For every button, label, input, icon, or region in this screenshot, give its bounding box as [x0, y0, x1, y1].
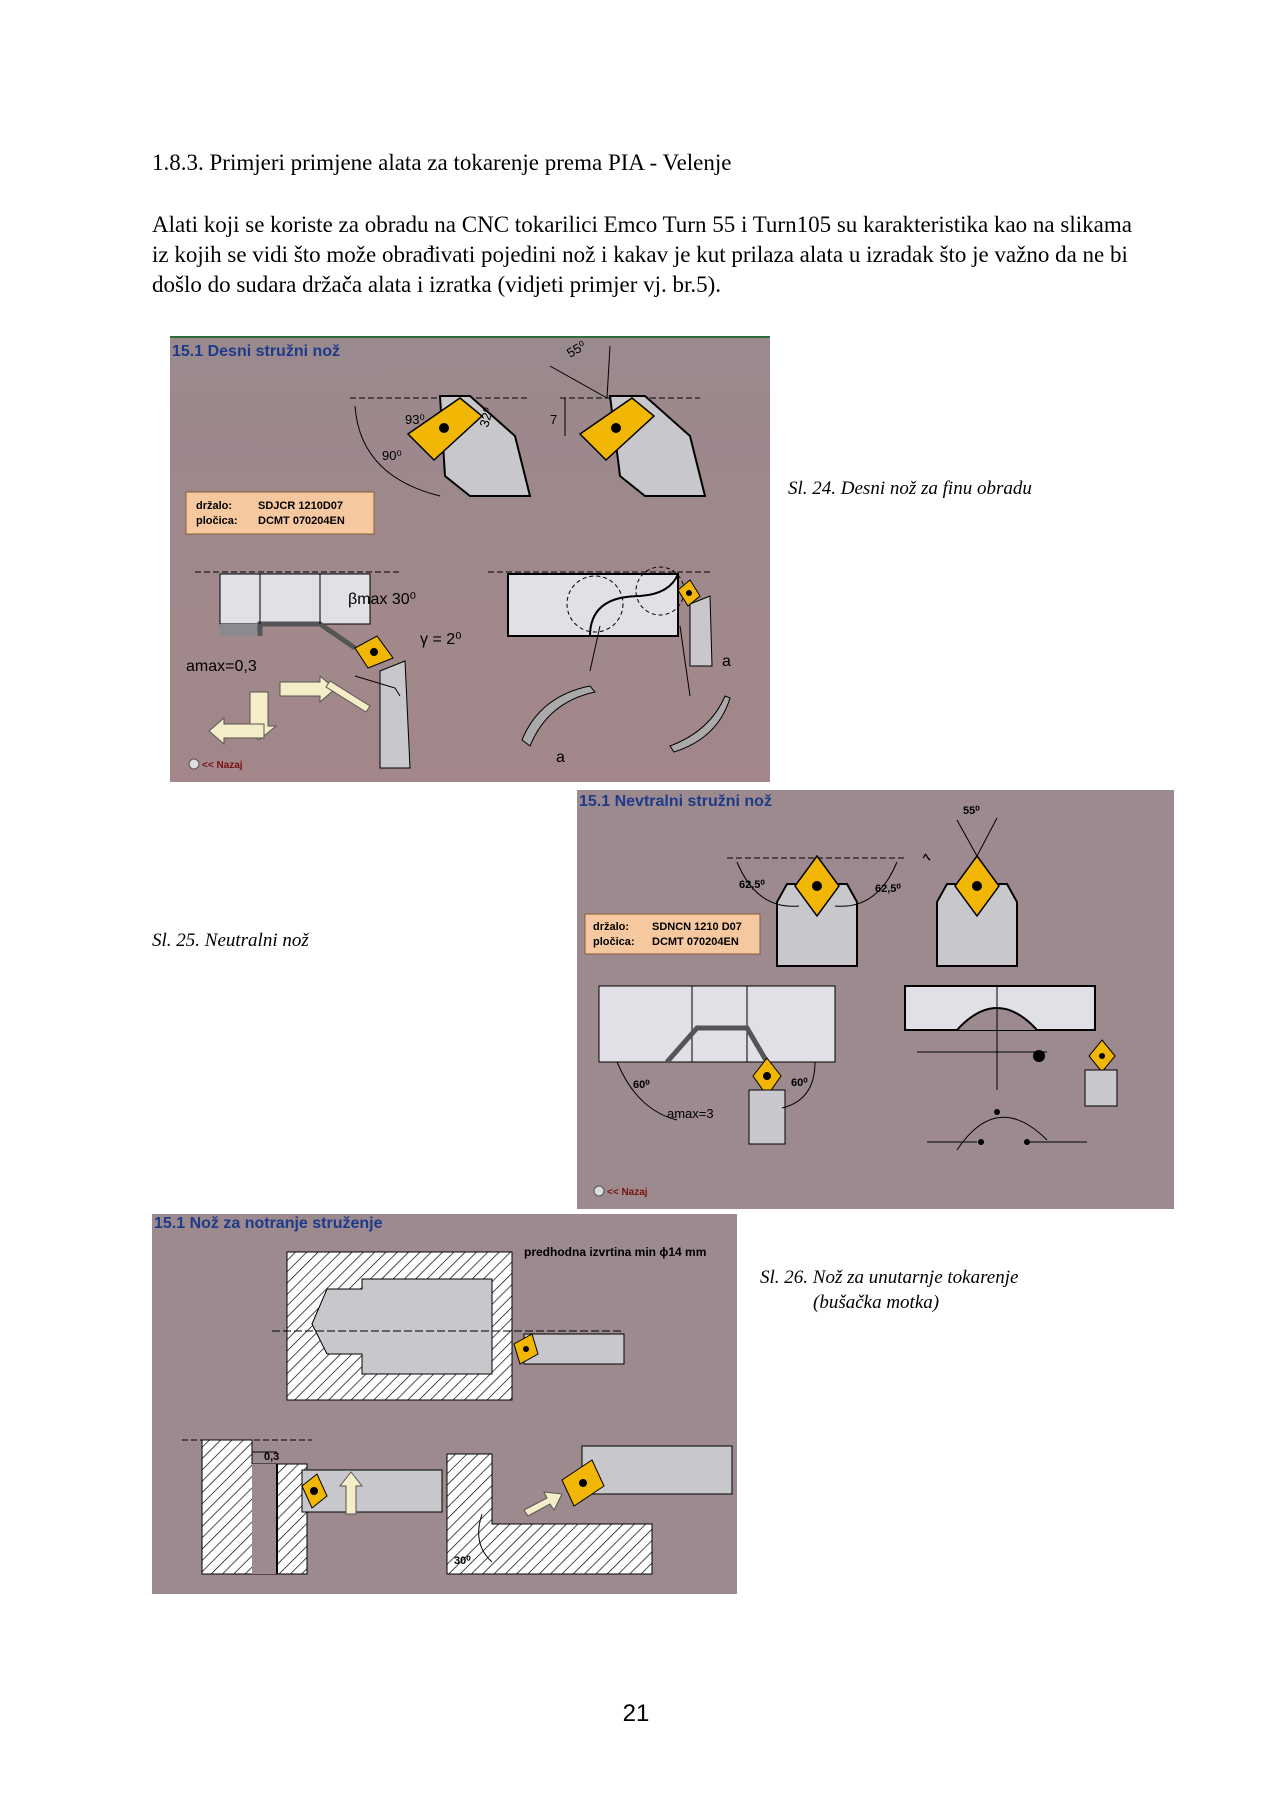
page-number: 21 [622, 1700, 650, 1727]
fig1-dim-7: 7 [550, 412, 557, 427]
intro-paragraph: Alati koji se koriste za obradu na CNC t… [152, 212, 1132, 297]
fig1-caption: Sl. 24. Desni nož za finu obradu [788, 478, 1032, 499]
fig1-workpiece-1 [219, 573, 371, 625]
figure-desni-noz: 15.1 Desni stružni nož 93⁰ 90⁰ 32⁰ 7 55⁰… [170, 336, 770, 782]
fig2-angle-55: 55⁰ [963, 805, 980, 817]
section-heading: 1.8.3. Primjeri primjene alata za tokare… [152, 150, 732, 175]
figure-nevtralni-noz: 15.1 Nevtralni stružni nož 62,5⁰ 62,5⁰ 5… [577, 790, 1174, 1209]
fig2-back-icon[interactable] [593, 1185, 605, 1197]
fig2-angle-60b: 60⁰ [791, 1077, 808, 1089]
fig1-back-icon[interactable] [188, 758, 200, 770]
fig2-workpiece-1 [598, 985, 836, 1063]
fig3-bore-note: predhodna izvrtina min ϕ14 mm [524, 1245, 706, 1259]
fig1-insert-value: DCMT 070204EN [258, 515, 345, 527]
fig1-a-label-2: a [556, 749, 565, 766]
fig1-back-link[interactable]: << Nazaj [202, 760, 243, 771]
fig1-title: 15.1 Desni stružni nož [172, 343, 340, 360]
fig2-angle-right: 62,5⁰ [875, 883, 901, 895]
fig3-caption-1: Sl. 26. Nož za unutarnje tokarenje [760, 1267, 1019, 1288]
fig2-title: 15.1 Nevtralni stružni nož [579, 793, 772, 810]
fig1-angle-90: 90⁰ [382, 448, 402, 463]
fig1-gamma: γ = 2⁰ [420, 631, 462, 648]
fig2-insert-label: pločica: [593, 936, 635, 948]
fig3-angle-30: 30⁰ [454, 1555, 471, 1567]
fig3-workpiece-br [446, 1453, 653, 1575]
fig2-angle-left: 62,5⁰ [739, 879, 765, 891]
fig1-holder-value: SDJCR 1210D07 [258, 500, 343, 512]
fig1-angle-93: 93⁰ [405, 412, 425, 427]
fig2-dim-7: 7 [921, 852, 934, 863]
figure-desni-noz-drawing: 15.1 Desni stružni nož 93⁰ 90⁰ 32⁰ 7 55⁰… [170, 336, 770, 782]
fig1-workpiece-2 [507, 573, 679, 637]
figure-notranje-struzenje-drawing: 15.1 Nož za notranje struženje predhodna… [152, 1214, 737, 1594]
fig1-angle-32: 32⁰ [476, 406, 496, 429]
fig2-caption: Sl. 25. Neutralni nož [152, 930, 309, 951]
fig1-holder-label: držalo: [196, 500, 232, 512]
fig2-insert-value: DCMT 070204EN [652, 936, 739, 948]
fig2-holder-label: držalo: [593, 921, 629, 933]
figure-notranje-struzenje: 15.1 Nož za notranje struženje predhodna… [152, 1214, 737, 1594]
fig1-insert-label: pločica: [196, 515, 238, 527]
fig2-label-box [584, 913, 761, 955]
fig3-title: 15.1 Nož za notranje struženje [154, 1215, 383, 1232]
fig2-holder-value: SDNCN 1210 D07 [652, 921, 742, 933]
fig3-caption-2: (bušačka motka) [813, 1292, 940, 1313]
fig2-angle-60a: 60⁰ [633, 1079, 650, 1091]
fig3-dim-03: 0,3 [264, 1451, 279, 1463]
fig2-amax: amax=3 [667, 1106, 714, 1121]
fig1-amax: amax=0,3 [186, 658, 257, 675]
fig2-back-link[interactable]: << Nazaj [607, 1187, 648, 1198]
fig1-label-box [185, 491, 375, 535]
fig1-a-label-1: a [722, 653, 731, 670]
figure-nevtralni-noz-drawing: 15.1 Nevtralni stružni nož 62,5⁰ 62,5⁰ 5… [577, 790, 1174, 1209]
fig1-beta: βmax 30⁰ [348, 591, 416, 608]
